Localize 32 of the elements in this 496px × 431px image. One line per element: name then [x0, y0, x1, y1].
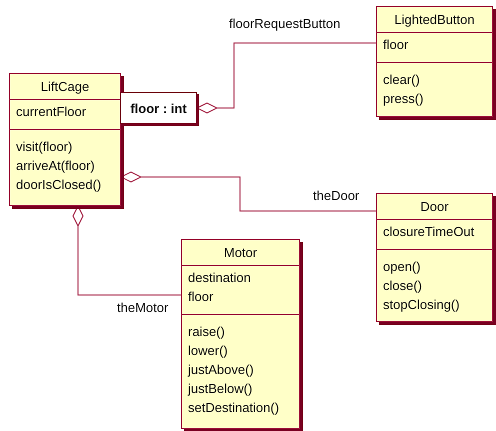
operation: arriveAt(floor): [16, 157, 96, 175]
operation: justBelow(): [188, 380, 254, 398]
operation: open(): [383, 258, 422, 276]
role-name: theDoor: [313, 188, 360, 204]
class-box: [376, 193, 493, 322]
operation: doorIsClosed(): [16, 176, 102, 194]
attribute: destination: [188, 269, 252, 287]
class-name: Motor: [222, 244, 258, 262]
operation: clear(): [383, 71, 421, 89]
operation: setDestination(): [188, 399, 280, 417]
attribute: floor: [188, 288, 214, 306]
class-box: [376, 6, 493, 117]
attribute: closureTimeOut: [383, 223, 476, 241]
operation: justAbove(): [188, 361, 255, 379]
operation: press(): [383, 90, 424, 108]
operation: raise(): [188, 323, 226, 341]
class-name: LiftCage: [40, 78, 90, 96]
class-box: [181, 239, 300, 429]
qualifier-text: floor : int: [130, 100, 187, 116]
role-name: theMotor: [117, 300, 168, 316]
role-name: floorRequestButton: [229, 16, 340, 32]
operation: stopClosing(): [383, 296, 461, 314]
class-box: [9, 73, 121, 206]
class-name: LightedButton: [393, 11, 476, 29]
operation: close(): [383, 277, 424, 295]
attribute: currentFloor: [16, 103, 88, 121]
aggregation-line: [196, 42, 376, 114]
operation: lower(): [188, 342, 229, 360]
operation: visit(floor): [16, 138, 74, 156]
qualifier-box: [120, 92, 197, 124]
class-name: Door: [419, 198, 450, 216]
attribute: floor: [383, 36, 410, 54]
